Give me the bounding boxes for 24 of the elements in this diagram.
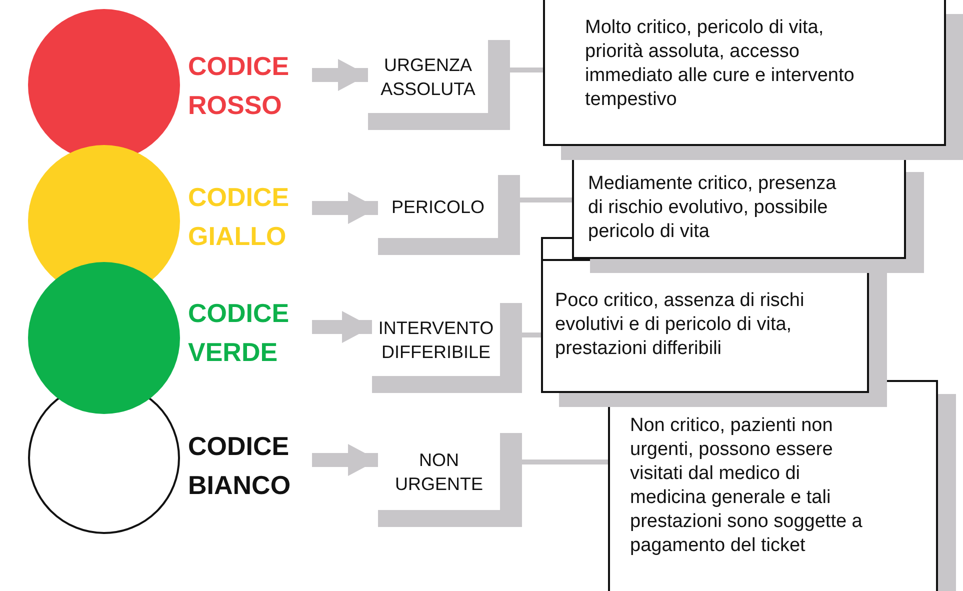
description-text: Non critico, pazienti non urgenti, possono essere visitati dal medico di medicina generale e tali prestazioni sono soggette a pagamento del ticket xyxy=(630,414,864,558)
arrow xyxy=(312,444,378,476)
code-label: CODICE ROSSO xyxy=(188,50,290,122)
category-box xyxy=(368,40,510,130)
category-box xyxy=(372,303,522,393)
category-box xyxy=(378,175,520,255)
arrow xyxy=(312,311,372,343)
category-box xyxy=(378,433,522,527)
connector-line xyxy=(522,332,541,338)
arrow xyxy=(312,59,368,91)
category-label: PERICOLO xyxy=(391,196,485,218)
description-text: Molto critico, pericolo di vita, priorità assoluta, accesso immediato alle cure e intervento tempestivo xyxy=(585,16,856,112)
code-label: CODICE BIANCO xyxy=(188,430,292,502)
connector-line xyxy=(520,198,572,202)
code-label: CODICE VERDE xyxy=(188,297,290,369)
category-label: INTERVENTO DIFFERIBILE xyxy=(377,316,495,364)
description-text: Mediamente critico, presenza di rischio evolutivo, possibile pericolo di vita xyxy=(588,172,838,244)
connector-line xyxy=(522,460,608,464)
category-label: URGENZA ASSOLUTA xyxy=(380,54,476,100)
connector-line xyxy=(510,68,543,72)
code-label: CODICE GIALLO xyxy=(188,181,290,253)
arrow xyxy=(312,192,378,224)
category-label: NON URGENTE xyxy=(394,448,484,496)
description-text: Poco critico, assenza di rischi evolutivi e di pericolo di vita, prestazioni differibili xyxy=(555,289,806,361)
